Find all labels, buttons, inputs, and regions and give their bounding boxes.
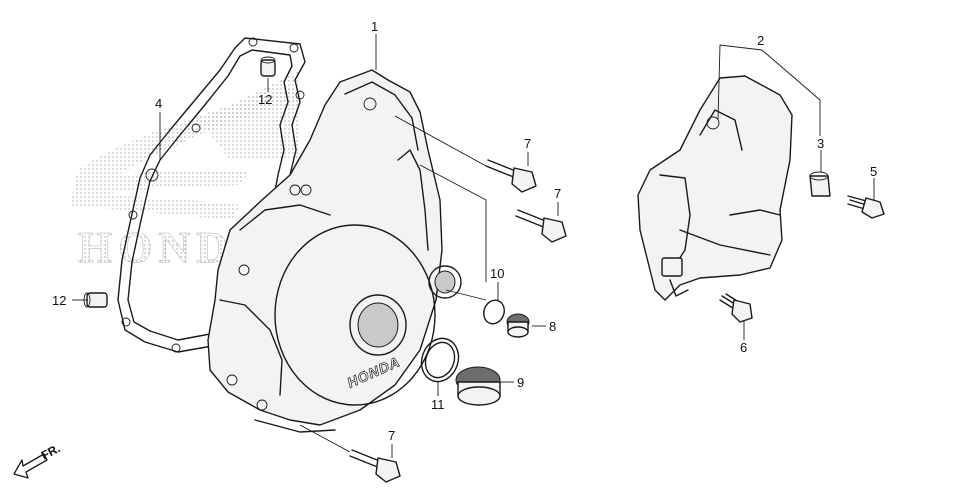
front-arrow-icon (13, 453, 48, 479)
callout-9: 9 (517, 375, 524, 390)
bolt-7-middle (515, 209, 567, 243)
sprocket-cover (637, 75, 793, 301)
collar (809, 171, 831, 197)
callout-12-lower: 12 (52, 293, 66, 308)
bolt-5 (847, 195, 885, 219)
plug-8 (506, 313, 530, 338)
callout-3: 3 (817, 136, 824, 151)
o-ring-11 (420, 337, 460, 383)
gasket (117, 37, 306, 353)
dowel-pin-upper (260, 56, 276, 77)
bolt-7-lower (349, 449, 401, 483)
bolt-7-upper (485, 159, 537, 193)
callout-4: 4 (155, 96, 162, 111)
left-crankcase-cover: HONDA (207, 69, 462, 433)
callout-7-lower: 7 (388, 428, 395, 443)
plug-9 (455, 366, 501, 406)
callout-2: 2 (757, 33, 764, 48)
callout-5: 5 (870, 164, 877, 179)
leader-lines (72, 34, 875, 458)
callout-1: 1 (371, 19, 378, 34)
front-indicator: FR. (13, 441, 62, 479)
bolt-6 (719, 293, 753, 323)
callout-7-middle: 7 (554, 186, 561, 201)
callout-6: 6 (740, 340, 747, 355)
callout-7-upper: 7 (524, 136, 531, 151)
callout-11: 11 (431, 397, 445, 412)
callout-12-upper: 12 (258, 92, 272, 107)
callout-10: 10 (490, 266, 504, 281)
callout-8: 8 (549, 319, 556, 334)
o-ring-10 (483, 299, 505, 325)
callouts: 1 2 3 4 5 6 7 7 7 8 9 10 11 12 12 (52, 19, 877, 443)
